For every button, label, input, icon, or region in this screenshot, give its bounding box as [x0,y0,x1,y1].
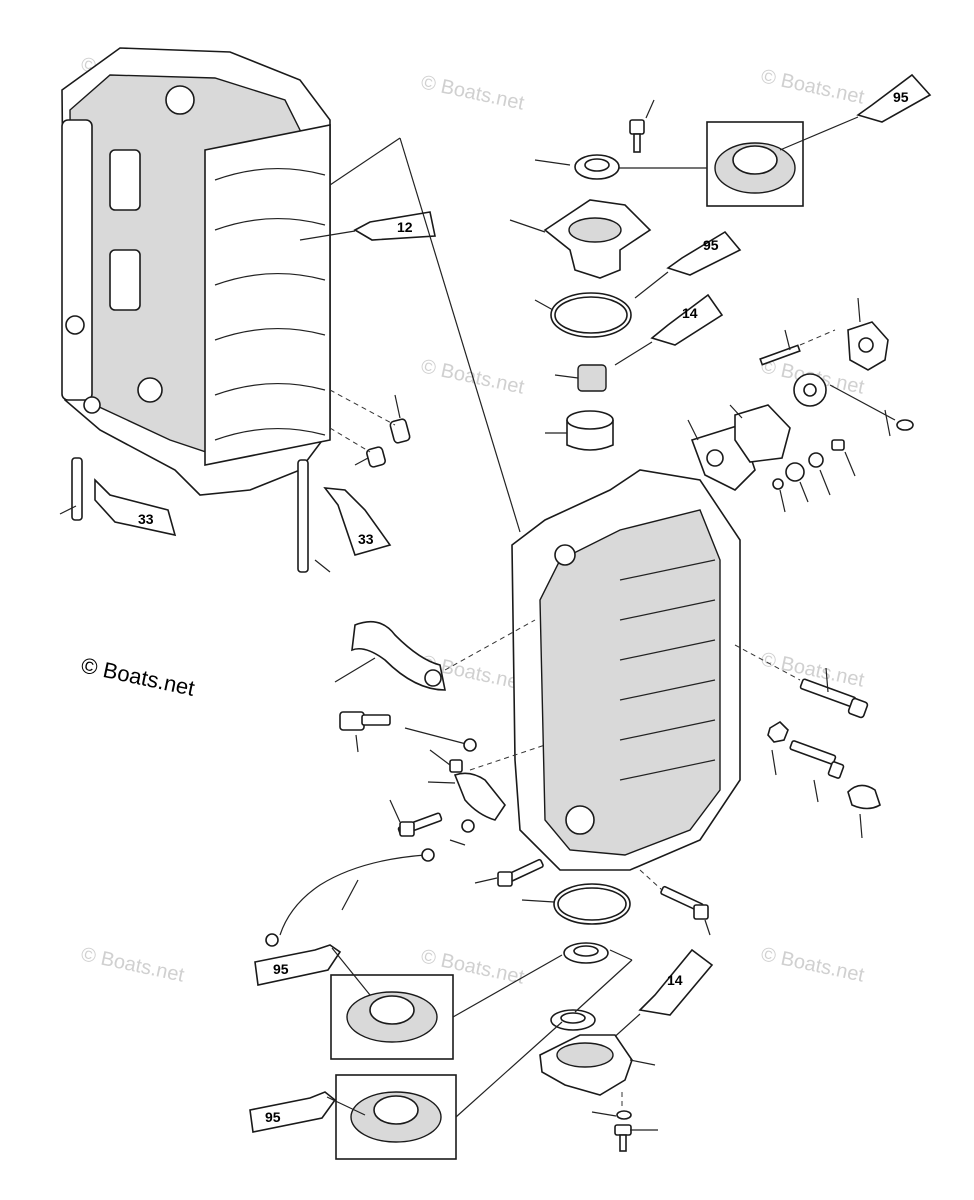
bolt-bottom [614,1124,658,1152]
bolt-bottom-left [474,858,544,887]
ground-wire [404,727,477,773]
sealant-label: 95 [703,237,719,253]
sealant-label: 14 [667,972,683,988]
sealant-label: 95 [273,961,289,977]
sealant-label: 14 [682,305,698,321]
seal-box-bottom [335,1021,563,1160]
oil-seal-lower [550,942,633,1031]
washer-bottom [591,1110,632,1120]
sealant-tube-12: 12 [299,211,436,241]
bearing-housing-lower [539,1034,656,1110]
dowel-pins [329,389,411,468]
sealant-label: 33 [358,531,374,547]
bolt-bottom-right [639,869,711,936]
sealant-tube-95-top: 95 [779,73,932,151]
sealant-tube-95-bottom: 95 [249,1091,366,1133]
long-stud [297,459,331,573]
bushing [545,410,614,451]
sealant-tube-14-upper: 14 [614,293,724,366]
seal-box-middle [330,954,563,1060]
needle-bearing [554,364,607,392]
sealant-tube-33-left: 33 [94,478,177,537]
cylinder-block-left [61,47,331,496]
crankcase-cover [511,469,741,871]
top-bolt [629,99,655,153]
seal-box-top [618,121,804,207]
long-bolt-right [734,644,869,719]
sealant-label: 95 [893,89,909,105]
sealant-label: 12 [397,219,413,235]
sealant-tube-14-lower: 14 [599,948,714,1051]
watermark: © Boats.net [79,943,187,986]
sealant-tube-33-center: 33 [323,487,392,556]
watermark: © Boats.net [419,71,527,114]
bolt-right [789,740,845,803]
sealant-label: 95 [265,1109,281,1125]
clamp [427,744,546,821]
oil-seal-top [534,154,620,180]
sealant-label: 33 [138,511,154,527]
copyright-text: © Boats.net [79,652,197,700]
thermostat-cover [729,404,791,463]
o-ring-upper [534,292,632,338]
o-ring-lower [521,883,631,925]
bearing-housing-upper [509,199,652,279]
hex-bolt-left [339,711,391,753]
sealant-tube-95-upper: 95 [634,230,742,299]
nut [767,720,789,776]
watermark: © Boats.net [759,943,867,986]
sealant-tube-95-middle: 95 [254,944,371,996]
mount-bracket [334,619,536,691]
bolt-lower-left [389,799,475,846]
watermark: © Boats.net [759,65,867,108]
sensor-assembly [759,297,914,437]
stud-left [59,457,83,521]
small-fittings [772,439,856,513]
battery-cable [265,848,435,947]
cap [847,784,881,839]
